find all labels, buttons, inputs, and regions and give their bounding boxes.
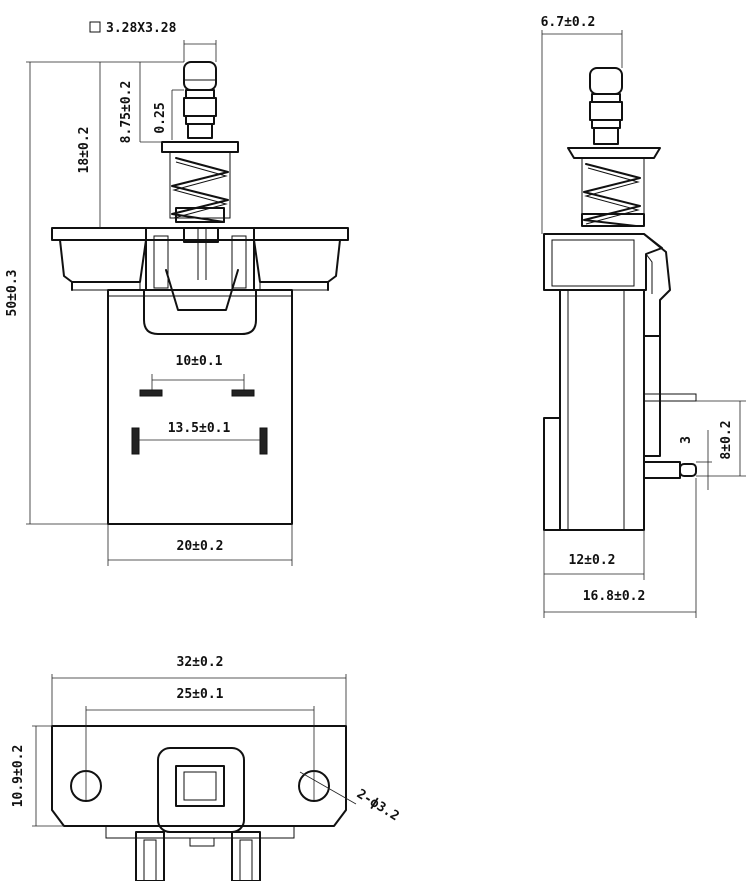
side-terminal-upper [643, 393, 697, 402]
overall-depth-label: 16.8±0.2 [583, 589, 646, 604]
terminal-height-label: 8±0.2 [719, 420, 734, 459]
bottom-view: 32±0.2 25±0.1 10.9±0.2 2-ϕ3.2 [11, 655, 402, 881]
front-view: 3.28X3.28 [5, 21, 349, 566]
button-square-label: 3.28X3.28 [106, 21, 177, 36]
side-clip [543, 233, 671, 337]
body-depth-label: 12±0.2 [569, 553, 616, 568]
bottom-plunger [157, 747, 245, 833]
hole-spacing-label: 25±0.1 [177, 687, 224, 702]
body-width-label: 20±0.2 [177, 539, 224, 554]
terminal-pin-left [131, 427, 140, 455]
front-dimensions: 50±0.3 18±0.2 8.75±0.2 0.25 10±0.1 13.5±… [5, 40, 293, 566]
front-plunger [183, 61, 217, 139]
stem-length-label: 8.75±0.2 [119, 81, 134, 144]
front-flange [51, 227, 349, 291]
flange-height-label: 10.9±0.2 [11, 745, 26, 808]
terminal-offset-label: 3 [679, 436, 694, 444]
side-dimensions: 6.7±0.2 8±0.2 3 12±0.2 16.8±0.2 [541, 15, 746, 618]
terminal-pin-right [259, 427, 268, 455]
hole-callout-label: 2-ϕ3.2 [354, 787, 402, 825]
side-plunger [589, 67, 623, 145]
front-body [107, 269, 293, 525]
stem-width-label: 6.7±0.2 [541, 15, 596, 30]
side-terminal-lower [643, 461, 681, 479]
overall-width-label: 32±0.2 [177, 655, 224, 670]
bottom-flange [51, 725, 347, 827]
top-to-flange-label: 18±0.2 [77, 127, 92, 174]
side-body [543, 289, 697, 531]
terminal-spacing-outer-label: 13.5±0.1 [168, 421, 231, 436]
side-spring [567, 147, 661, 227]
terminal-spacing-inner-label: 10±0.1 [176, 354, 223, 369]
terminal-slot-right [231, 389, 255, 397]
bottom-terminals [105, 825, 295, 881]
square-symbol-icon [89, 21, 101, 33]
stem-step-label: 0.25 [153, 102, 168, 133]
overall-height-label: 50±0.3 [5, 270, 20, 317]
terminal-slot-left [139, 389, 163, 397]
side-view: 6.7±0.2 8±0.2 3 12±0.2 16.8±0.2 [541, 15, 746, 618]
front-spring [161, 141, 239, 223]
